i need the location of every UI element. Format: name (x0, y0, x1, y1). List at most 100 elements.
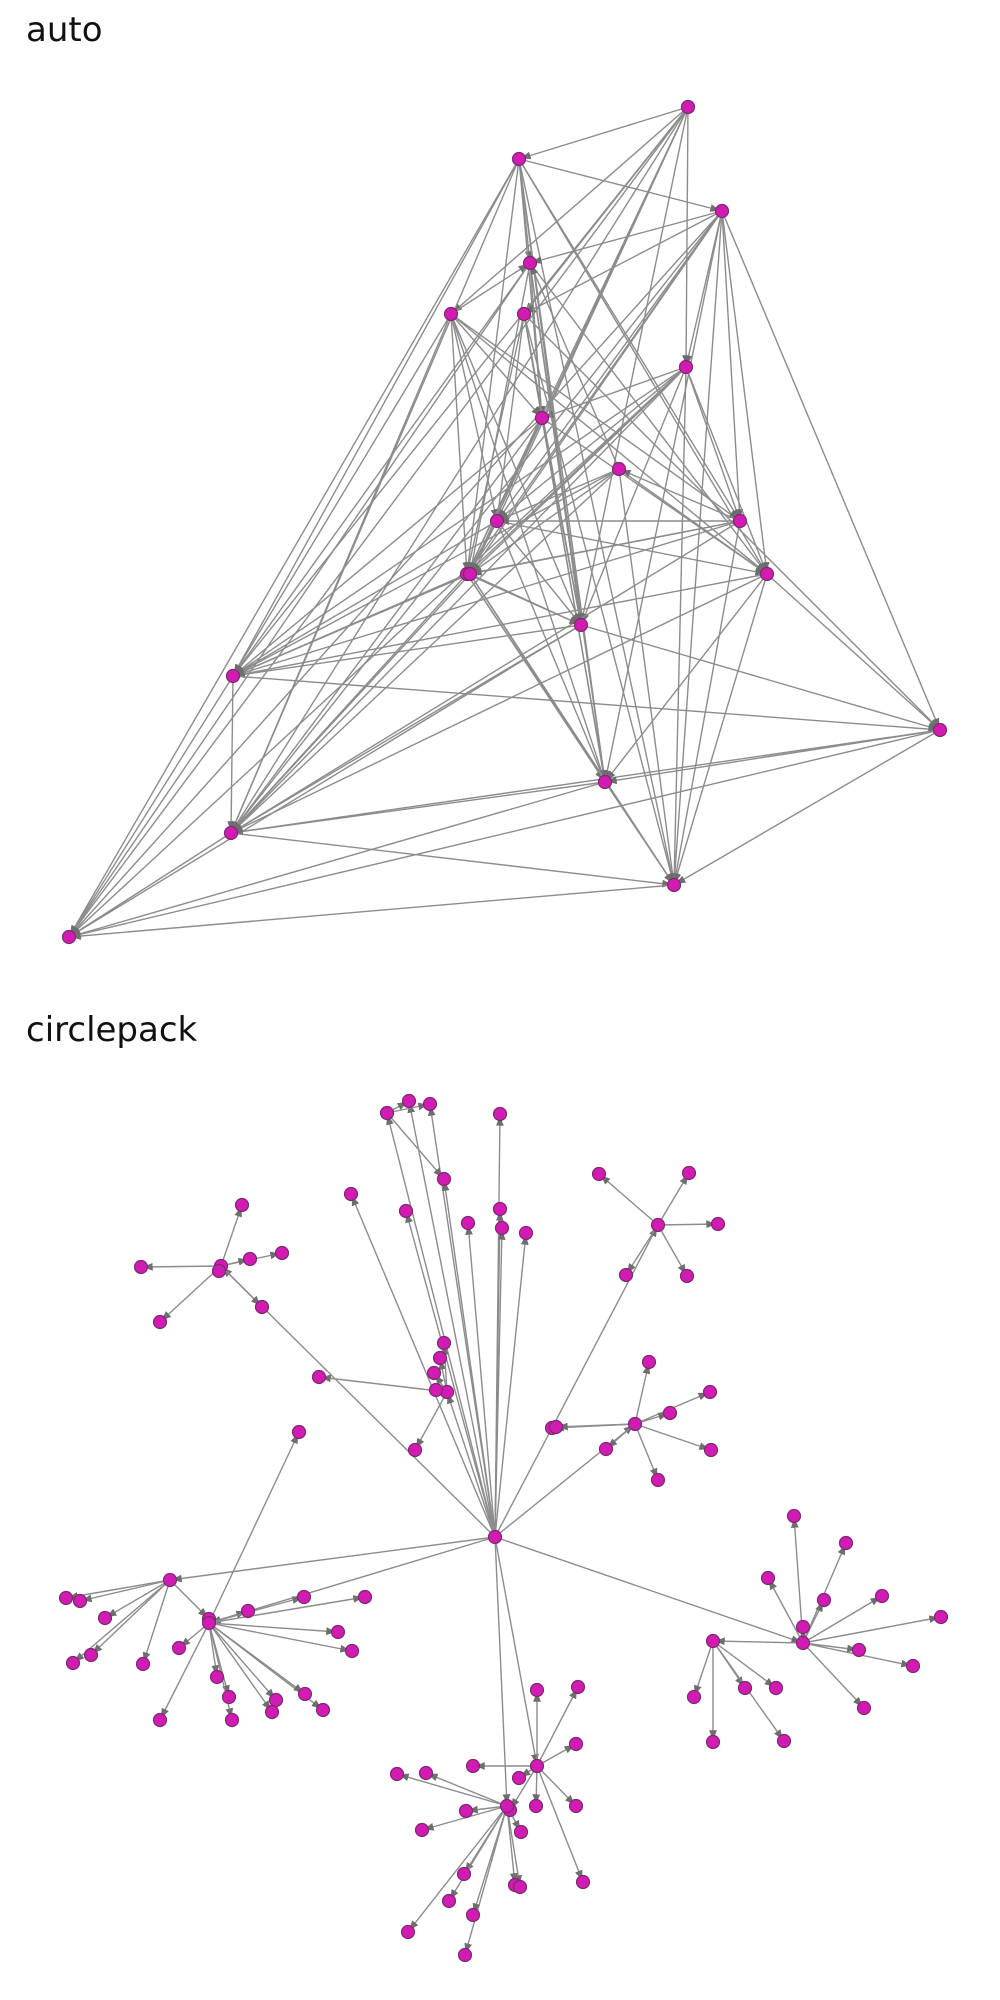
circlepack-node (591, 1166, 607, 1182)
auto-edge (232, 417, 543, 677)
circlepack-edge (407, 1100, 496, 1538)
auto-edge (673, 573, 768, 886)
circlepack-edge (386, 1112, 496, 1538)
circlepack-node (529, 1758, 545, 1774)
circlepack-edge (767, 1577, 804, 1644)
auto-edge (496, 520, 582, 626)
auto-node (759, 566, 775, 582)
circlepack-edge (494, 1536, 539, 1767)
circlepack-node (874, 1588, 890, 1604)
auto-edge (580, 366, 687, 626)
auto-edge (604, 729, 941, 785)
auto-node (443, 306, 459, 322)
auto-node (932, 722, 948, 738)
auto-edge (496, 520, 768, 576)
circlepack-node (513, 1824, 529, 1840)
circlepack-edge (350, 1193, 496, 1538)
circlepack-node (760, 1570, 776, 1586)
auto-edge (450, 313, 582, 626)
circlepack-edge (446, 1391, 496, 1538)
circlepack-node (344, 1643, 360, 1659)
auto-edge (232, 624, 582, 679)
auto-edge (68, 106, 689, 938)
circlepack-edge (159, 1265, 222, 1323)
circlepack-node (291, 1424, 307, 1440)
auto-edge (68, 158, 520, 938)
auto-panel-title: auto (26, 10, 103, 50)
auto-node (511, 151, 527, 167)
circlepack-edge (396, 1773, 508, 1807)
auto-edge (721, 210, 770, 575)
circlepack-edge (79, 1579, 171, 1603)
circlepack-node (570, 1679, 586, 1695)
circlepack-edge (448, 1805, 508, 1902)
circlepack-edge (465, 1222, 496, 1538)
auto-graph (61, 99, 948, 945)
auto-edge (670, 210, 723, 886)
circlepack-node (650, 1472, 666, 1488)
circlepack-node (422, 1096, 438, 1112)
auto-edge (68, 781, 606, 938)
circlepack-node (58, 1590, 74, 1606)
circlepack-node (401, 1093, 417, 1109)
circlepack-node (389, 1766, 405, 1782)
circlepack-node (662, 1405, 678, 1421)
auto-edge (469, 573, 582, 626)
circlepack-node (400, 1924, 416, 1940)
auto-edge (68, 675, 234, 938)
circlepack-edge (104, 1579, 171, 1619)
circlepack-node (838, 1535, 854, 1551)
circlepack-edge (802, 1595, 883, 1644)
circlepack-edge (506, 1805, 518, 1886)
circlepack-node (72, 1593, 88, 1609)
auto-edge (466, 417, 543, 575)
circlepack-edge (634, 1423, 659, 1481)
auto-edge (450, 262, 531, 315)
circlepack-node (97, 1610, 113, 1626)
auto-nodes (61, 99, 948, 945)
circlepack-edge (208, 1622, 353, 1653)
auto-edge (450, 313, 499, 522)
auto-node (611, 461, 627, 477)
circlepack-node (456, 1866, 472, 1882)
circlepack-node (240, 1603, 256, 1619)
circlepack-node (436, 1171, 452, 1187)
auto-edge (230, 417, 543, 834)
circlepack-node (297, 1686, 313, 1702)
circlepack-edge (169, 1536, 496, 1583)
circlepack-edge (536, 1686, 579, 1767)
circlepack-node (795, 1635, 811, 1651)
circlepack-node (702, 1384, 718, 1400)
auto-edge (469, 520, 498, 575)
auto-edge (494, 313, 525, 522)
auto-node (666, 877, 682, 893)
auto-node (61, 929, 77, 945)
circlepack-node (152, 1712, 168, 1728)
circlepack-node (518, 1225, 534, 1241)
circlepack-node (221, 1689, 237, 1705)
circlepack-node (457, 1947, 473, 1963)
auto-edge (518, 158, 676, 886)
auto-edge (230, 624, 582, 834)
circlepack-node (315, 1702, 331, 1718)
auto-edge (68, 884, 675, 940)
circlepack-node (379, 1105, 395, 1121)
circlepack-node (426, 1365, 442, 1381)
auto-edge (529, 210, 723, 264)
circlepack-node (65, 1655, 81, 1671)
circlepack-edge (494, 1536, 511, 1807)
auto-edge (450, 313, 606, 783)
circlepack-edge (802, 1615, 942, 1644)
auto-edge (450, 106, 689, 315)
circlepack-node (398, 1203, 414, 1219)
circlepack-edge (536, 1743, 577, 1767)
auto-node (534, 410, 550, 426)
auto-edge (230, 781, 606, 836)
auto-edge (450, 313, 471, 575)
circlepack-edge (494, 1227, 506, 1538)
auto-edge (670, 366, 687, 886)
auto-edge (529, 262, 768, 575)
auto-edge (230, 573, 471, 834)
auto-edge (230, 573, 768, 834)
circlepack-node (171, 1640, 187, 1656)
